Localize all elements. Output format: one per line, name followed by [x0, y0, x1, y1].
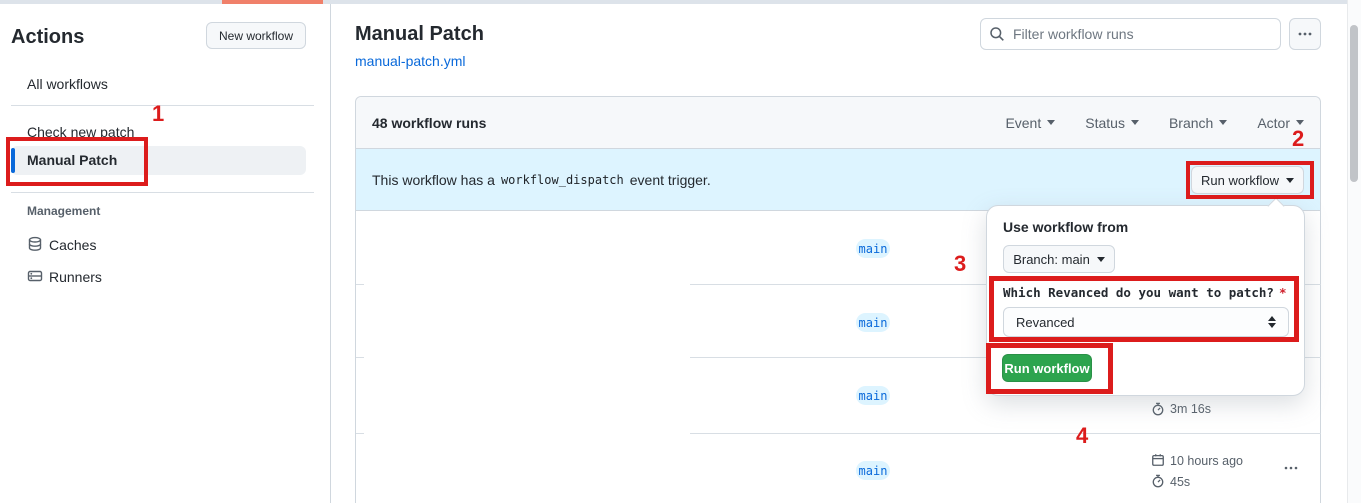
sidebar-title: Actions [11, 26, 85, 48]
run-duration: 45s [1170, 475, 1191, 489]
run-workflow-submit-button[interactable]: Run workflow [1002, 354, 1092, 382]
chevron-down-icon [1286, 177, 1295, 183]
calendar-icon [1151, 453, 1165, 467]
tab-loading-indicator [222, 0, 323, 4]
run-workflow-dropdown-button[interactable]: Run workflow [1191, 166, 1304, 194]
sidebar-item-all-workflows[interactable]: All workflows [27, 76, 108, 92]
banner-code: workflow_dispatch [500, 172, 624, 187]
row-divider [356, 357, 364, 358]
workflow-dispatch-banner: This workflow has a workflow_dispatch ev… [356, 149, 1320, 211]
filter-runs-search[interactable] [980, 18, 1281, 50]
required-asterisk: * [1278, 285, 1287, 300]
sidebar-item-manual-patch-label: Manual Patch [27, 152, 118, 168]
management-heading: Management [27, 204, 101, 218]
chevron-down-icon [1096, 256, 1105, 262]
search-icon [989, 26, 1005, 42]
run-duration: 3m 16s [1170, 402, 1211, 416]
chevron-down-icon [1130, 120, 1139, 125]
run-started-time: 10 hours ago [1170, 454, 1243, 468]
sidebar-section-divider [11, 192, 314, 193]
sidebar-divider [330, 4, 331, 503]
branch-selector-button[interactable]: Branch: main [1003, 245, 1115, 273]
cache-database-icon [27, 236, 43, 252]
revanced-select[interactable]: Revanced [1003, 307, 1289, 337]
sidebar-item-runners[interactable]: Runners [49, 269, 102, 285]
runs-count: 48 workflow runs [372, 114, 487, 131]
chevron-down-icon [1296, 120, 1304, 125]
selected-accent-bar [11, 148, 15, 173]
page-title: Manual Patch [355, 23, 484, 45]
filter-status[interactable]: Status [1085, 115, 1139, 131]
sidebar-section-divider [11, 105, 314, 106]
banner-text: This workflow has a [372, 171, 495, 188]
row-divider [690, 433, 1321, 434]
new-workflow-button[interactable]: New workflow [206, 22, 306, 49]
kebab-horizontal-icon [1297, 26, 1313, 42]
branch-badge[interactable]: main [856, 386, 890, 405]
workflow-options-button[interactable] [1289, 18, 1321, 50]
run-filters: Event Status Branch Actor [1005, 115, 1304, 131]
workflow-runs-container: 48 workflow runs Event Status Branch Act… [355, 96, 1321, 503]
filter-event[interactable]: Event [1005, 115, 1056, 131]
stopwatch-icon [1151, 402, 1165, 416]
filter-actor[interactable]: Actor [1257, 115, 1304, 131]
run-options-button[interactable] [1283, 460, 1303, 476]
unfold-icon [1268, 316, 1276, 328]
filter-branch[interactable]: Branch [1169, 115, 1228, 131]
runner-server-icon [27, 268, 43, 284]
branch-badge[interactable]: main [856, 313, 890, 332]
branch-badge[interactable]: main [856, 239, 890, 258]
banner-text: event trigger. [629, 171, 711, 188]
scrollbar-thumb[interactable] [1350, 25, 1358, 182]
workflow-input-label: Which Revanced do you want to patch?* [1003, 285, 1287, 300]
runs-header: 48 workflow runs Event Status Branch Act… [356, 97, 1320, 149]
chevron-down-icon [1219, 120, 1228, 125]
search-input[interactable] [980, 18, 1281, 50]
browser-edge-strip [0, 0, 1347, 4]
sidebar-item-check-new-patch[interactable]: Check new patch [27, 124, 135, 140]
row-divider [356, 284, 364, 285]
use-workflow-from-heading: Use workflow from [1003, 219, 1129, 235]
workflow-file-link[interactable]: manual-patch.yml [355, 53, 466, 69]
sidebar-item-caches[interactable]: Caches [49, 237, 97, 253]
branch-badge[interactable]: main [856, 461, 890, 480]
chevron-down-icon [1047, 120, 1056, 125]
stopwatch-icon [1151, 474, 1165, 488]
sidebar-item-manual-patch[interactable] [11, 146, 306, 175]
row-divider [356, 433, 364, 434]
